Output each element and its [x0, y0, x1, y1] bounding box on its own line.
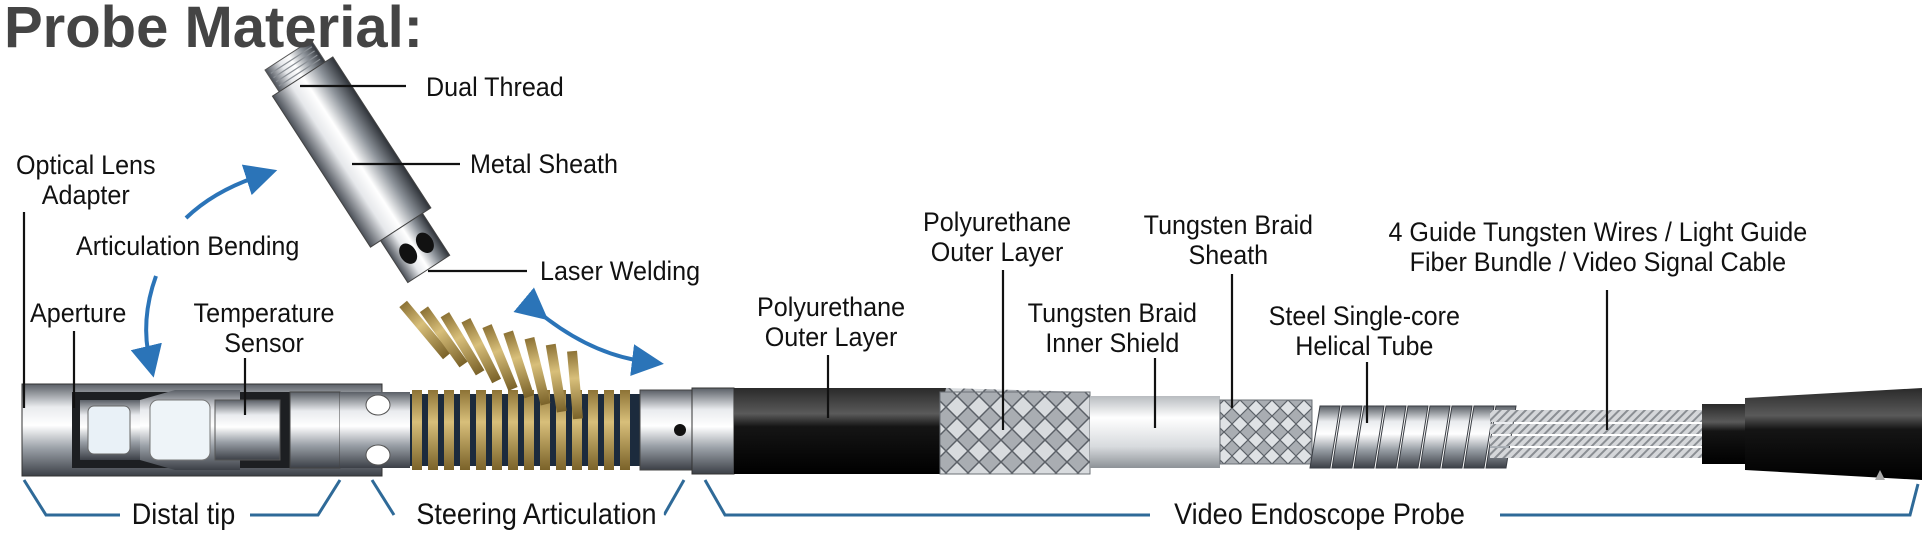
label-line: Outer Layer [764, 322, 898, 352]
articulation-ring [508, 390, 518, 470]
label-line: Tungsten Braid [1143, 210, 1314, 240]
label-line: Adapter [41, 180, 130, 210]
helical-coil [1331, 405, 1363, 469]
articulation-ring [428, 390, 438, 470]
label-line: Sheath [1188, 240, 1269, 270]
label-line: Fiber Bundle / Video Signal Cable [1409, 247, 1787, 277]
articulation-ring [399, 300, 451, 360]
helical-coil [1463, 405, 1495, 469]
helical-coil [1353, 405, 1385, 469]
articulation-straight [410, 389, 693, 471]
bend-down-arrow [130, 275, 162, 378]
section-brackets [22, 479, 1920, 517]
label-tungsten-inner-shield: Tungsten Braid Inner Shield [1024, 298, 1201, 358]
label-line: Inner Shield [1045, 328, 1180, 358]
label-aperture: Aperture [30, 298, 127, 328]
articulation-ring [460, 390, 470, 470]
label-pu-outer-layer-b: Polyurethane Outer Layer [918, 207, 1076, 267]
bend-up-arrow [184, 164, 278, 220]
probe-bracket-right [1500, 483, 1920, 517]
label-line: Helical Tube [1295, 331, 1434, 361]
label-line: Steel Single-core [1268, 301, 1460, 331]
articulation-ring [492, 390, 502, 470]
label-line: Optical Lens [16, 150, 156, 180]
articulation-ring [482, 324, 518, 391]
label-guide-wires: 4 Guide Tungsten Wires / Light Guide Fib… [1370, 217, 1826, 277]
articulation-ring [440, 312, 485, 376]
label-optical-lens-adapter: Optical Lens Adapter [16, 150, 156, 210]
articulation-ring [572, 390, 582, 470]
label-line: Polyurethane [757, 292, 906, 322]
label-line: Temperature [193, 298, 335, 328]
articulation-ring [524, 390, 534, 470]
articulation-ring [461, 318, 502, 384]
articulation-ring [604, 390, 614, 470]
articulation-ring [556, 390, 566, 470]
helical-coil [1309, 405, 1341, 469]
label-pu-outer-layer-a: Polyurethane Outer Layer [752, 292, 910, 352]
articulation-ring [412, 390, 422, 470]
label-tungsten-braid-sheath: Tungsten Braid Sheath [1140, 210, 1317, 270]
helical-coil [1441, 405, 1473, 469]
distal-bracket-left [22, 479, 120, 517]
articulation-ring [588, 390, 598, 470]
label-dual-thread: Dual Thread [426, 72, 564, 102]
articulation-ring [620, 390, 630, 470]
bend-double-arrow [513, 287, 664, 376]
distal-bracket-right [250, 479, 342, 517]
articulation-ring [419, 306, 468, 368]
helical-coil [1375, 405, 1407, 469]
label-line: Sensor [224, 328, 304, 358]
section-video-endoscope-probe: Video Endoscope Probe [1166, 499, 1473, 531]
label-line: 4 Guide Tungsten Wires / Light Guide [1388, 217, 1808, 247]
helical-coil [1419, 405, 1451, 469]
section-distal-tip: Distal tip [124, 499, 243, 531]
label-steel-helical-tube: Steel Single-core Helical Tube [1262, 301, 1467, 361]
articulation-ring [540, 390, 550, 470]
articulation-ring [476, 390, 486, 470]
label-articulation-bending: Articulation Bending [76, 231, 300, 261]
probe-bracket-left [703, 479, 1150, 517]
helical-coil [1397, 405, 1429, 469]
section-steering-articulation: Steering Articulation [409, 499, 664, 531]
probe-shaft [691, 387, 1922, 480]
label-temperature-sensor: Temperature Sensor [185, 298, 343, 358]
page-title: Probe Material: [4, 0, 423, 60]
articulation-ring [444, 390, 454, 470]
label-laser-welding: Laser Welding [540, 256, 701, 286]
articulation-bent [264, 39, 583, 420]
label-line: Tungsten Braid [1027, 298, 1198, 328]
label-line: Outer Layer [930, 237, 1064, 267]
motion-arrows [130, 164, 664, 378]
distal-tip-assembly [21, 383, 410, 477]
leader-lines [22, 84, 1609, 430]
label-line: Polyurethane [923, 207, 1072, 237]
label-metal-sheath: Metal Sheath [470, 149, 618, 179]
